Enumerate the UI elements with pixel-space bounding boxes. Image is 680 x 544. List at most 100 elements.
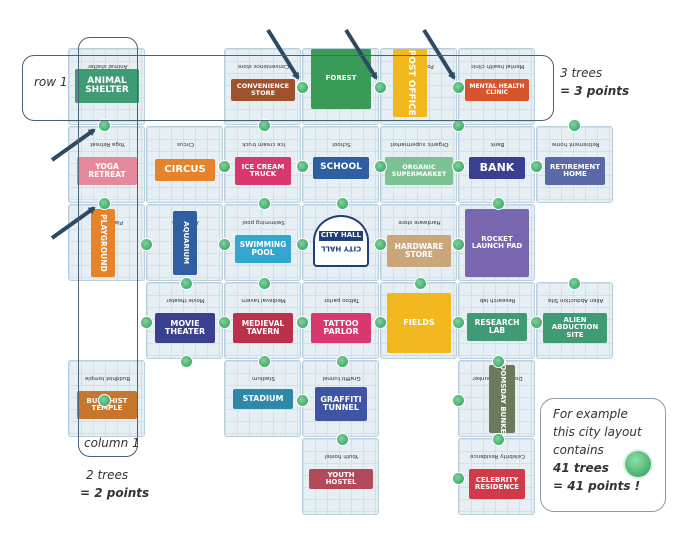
building-small-label: Retirement home [551, 141, 600, 148]
building-small-label: Stadium [252, 375, 275, 382]
row-1-highlight [22, 55, 554, 121]
building-small-label: Graffiti tunnel [322, 375, 361, 382]
building-small-label: Celebrity Residence [470, 453, 525, 460]
building-small-label: Ice cream truck [242, 141, 285, 148]
building-icecream: ICE CREAM TRUCK [235, 157, 291, 185]
building-graffiti: GRAFFITI TUNNEL [315, 387, 367, 421]
building-name: ANIMAL SHELTER [85, 75, 129, 95]
building-small-label: Movie theater [166, 297, 205, 304]
tree-icon [530, 160, 543, 173]
tree-icon [336, 433, 349, 446]
tree-icon [452, 472, 465, 485]
building-name: ICE CREAM TRUCK [241, 162, 285, 178]
tree-icon [296, 160, 309, 173]
example-line-3: contains [553, 443, 604, 457]
row-label: row 1 [34, 75, 68, 89]
example-line-5: = 41 points ! [553, 479, 641, 493]
building-small-label: Tattoo parlor [324, 297, 359, 304]
tree-icon [625, 451, 651, 477]
building-name: MOVIE THEATER [164, 318, 206, 336]
tile-fields: FieldsFIELDS [380, 282, 457, 359]
building-small-label: Bank [490, 141, 505, 148]
tree-icon [218, 316, 231, 329]
building-small-label: Hardware store [398, 219, 441, 226]
building-alien: ALIEN ABDUCTION SITE [543, 313, 607, 343]
tile-aquarium: AquariumAQUARIUM [146, 204, 223, 281]
building-animal_shelter: ANIMAL SHELTER [75, 69, 139, 103]
tile-rocket: Rocket launch padROCKET LAUNCH PAD [458, 204, 535, 281]
tree-icon [336, 355, 349, 368]
building-stadium: STADIUM [233, 389, 293, 409]
building-name: YOUTH HOSTEL [325, 470, 357, 486]
tree-icon [374, 238, 387, 251]
example-line-4: 41 trees [553, 461, 609, 475]
building-mental: MENTAL HEALTH CLINIC [465, 79, 529, 101]
tree-icon [218, 160, 231, 173]
building-name: ORGANIC SUPERMARKET [391, 163, 447, 178]
building-name: CELEBRITY RESIDENCE [474, 475, 520, 491]
building-doomsday: DOOMSDAY BUNKER [489, 361, 515, 436]
building-name: ROCKET LAUNCH PAD [471, 234, 523, 250]
building-small-label: Medieval tavern [241, 297, 286, 304]
tile-playground: PlaygroundPLAYGROUND [68, 204, 145, 281]
tree-icon [452, 238, 465, 251]
example-line-1: For example [553, 407, 628, 421]
building-school: SCHOOL [313, 157, 369, 179]
building-convenience: CONVENIENCE STORE [231, 79, 295, 101]
tree-icon [296, 316, 309, 329]
tree-icon [180, 277, 193, 290]
row-trees-label: 3 trees [560, 66, 603, 80]
tree-icon [492, 433, 505, 446]
tree-icon [98, 197, 111, 210]
tree-icon [140, 238, 153, 251]
building-small-label: Research lab [479, 297, 516, 304]
building-name: MENTAL HEALTH CLINIC [469, 82, 525, 96]
building-rocket: ROCKET LAUNCH PAD [465, 209, 529, 277]
building-name: AQUARIUM [181, 221, 190, 265]
building-name: RESEARCH LAB [474, 318, 520, 335]
tree-icon [258, 355, 271, 368]
tree-icon [568, 119, 581, 132]
building-name: CONVENIENCE STORE [236, 82, 290, 97]
building-name: GRAFFITI TUNNEL [320, 394, 362, 412]
building-name: FOREST [325, 74, 357, 83]
tree-icon [568, 277, 581, 290]
city-hall-label: CITY HALL [318, 231, 364, 241]
tree-icon [374, 316, 387, 329]
tree-icon [296, 394, 309, 407]
tree-icon [452, 316, 465, 329]
building-aquarium: AQUARIUM [173, 211, 197, 275]
column-label: column 1 [84, 436, 140, 450]
column-trees-label: 2 trees [86, 468, 129, 482]
building-name: SWIMMING POOL [239, 240, 287, 257]
tree-icon [374, 81, 387, 94]
tree-icon [98, 119, 111, 132]
tree-icon [180, 355, 193, 368]
building-tattoo: TATTOO PARLOR [311, 313, 371, 343]
building-small-label: Youth hostel [324, 453, 359, 460]
building-name: CIRCUS [164, 163, 206, 175]
building-name: BANK [479, 161, 515, 175]
building-medieval: MEDIEVAL TAVERN [233, 313, 293, 343]
building-name: ALIEN ABDUCTION SITE [551, 315, 599, 339]
tree-icon [258, 277, 271, 290]
building-retirement: RETIREMENT HOME [545, 157, 605, 185]
column-points-label: = 2 points [80, 486, 150, 500]
building-yoga: YOGA RETREAT [77, 157, 137, 185]
building-fields: FIELDS [387, 293, 451, 353]
building-bank: BANK [469, 157, 525, 179]
